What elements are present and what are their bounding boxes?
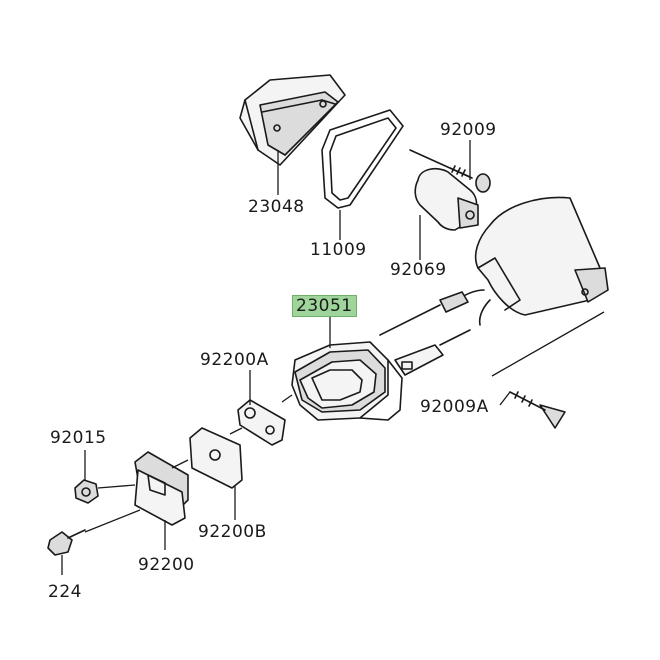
part-label-92200: 92200 [138, 555, 195, 575]
part-label-92009: 92009 [440, 120, 497, 140]
lens-23048-drawing [239, 74, 346, 166]
part-label-92069: 92069 [390, 260, 447, 280]
housing-23051-drawing [379, 196, 609, 376]
socket-body-drawing [291, 341, 403, 421]
part-label-11009: 11009 [310, 240, 367, 260]
part-label-92200B: 92200B [198, 522, 267, 542]
part-label-224: 224 [48, 582, 82, 602]
part-label-23051-highlighted[interactable]: 23051 [292, 295, 357, 317]
nut-92015-drawing [74, 479, 99, 504]
part-label-23048: 23048 [248, 197, 305, 217]
bracket-92200-drawing [134, 451, 189, 526]
leader-92009A [499, 391, 511, 406]
bolt-224-drawing [47, 529, 86, 556]
bracket-92200A-drawing [237, 399, 286, 446]
screw-92009-drawing [409, 149, 491, 193]
part-label-92015: 92015 [50, 428, 107, 448]
part-label-92200A: 92200A [200, 350, 269, 370]
bulb-92069-drawing [414, 167, 479, 231]
part-label-92009A: 92009A [420, 397, 489, 417]
gasket-11009-drawing [321, 109, 404, 209]
plate-92200B-drawing [189, 427, 243, 489]
screw-92009A-drawing [509, 391, 566, 429]
